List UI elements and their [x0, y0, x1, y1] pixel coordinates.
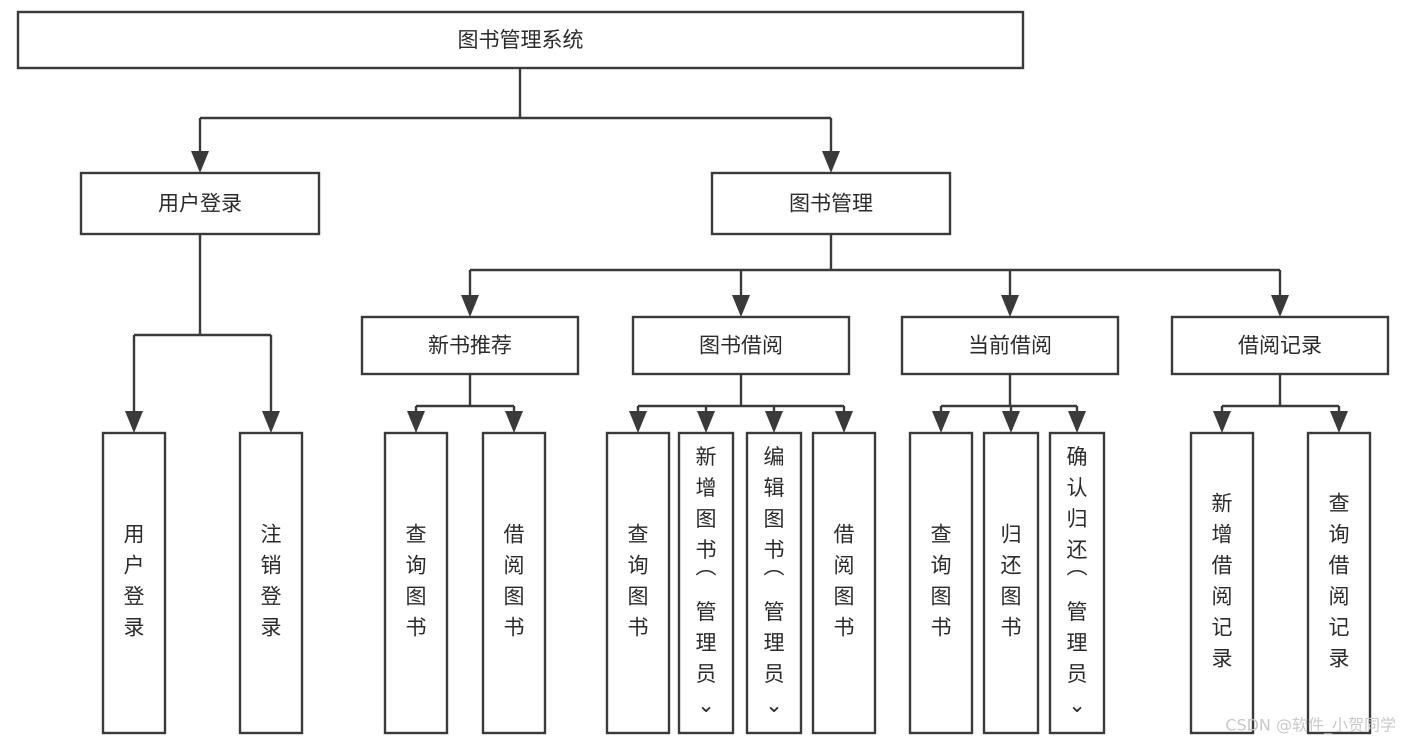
nodes-layer: 图书管理系统用户登录图书管理新书推荐图书借阅当前借阅借阅记录用户登录注销登录查询…: [16, 10, 1390, 735]
node-l3-book-borrow[interactable]: 图书借阅: [631, 315, 851, 376]
arrow-to-leaf-edit-book-admin: [765, 411, 783, 433]
node-leaf-leaf-borrow-book-rec[interactable]: 借阅图书: [481, 431, 547, 735]
arrow-to-leaf-add-borrow-record: [1213, 411, 1231, 433]
node-box-leaf-query-book-rec: [383, 431, 449, 735]
node-label-root: 图书管理系统: [458, 28, 584, 52]
node-leaf-leaf-query-book-current[interactable]: 查询图书: [908, 431, 974, 735]
node-box-leaf-return-book: [982, 431, 1040, 735]
node-box-root: [16, 10, 1025, 70]
node-box-leaf-borrow-book-rec: [481, 431, 547, 735]
node-label-leaf-add-book-admin: 新增图书⌒管理员⌄: [696, 445, 717, 717]
node-box-book-manage: [710, 171, 952, 236]
node-l2-book-manage[interactable]: 图书管理: [710, 171, 952, 236]
node-l2-user-login[interactable]: 用户登录: [79, 171, 321, 236]
node-box-leaf-borrow-book: [811, 431, 877, 735]
node-box-leaf-edit-book-admin: [745, 431, 803, 735]
node-root-root[interactable]: 图书管理系统: [16, 10, 1025, 70]
node-label-leaf-confirm-return-admin: 确认归还⌒管理员⌄: [1067, 445, 1088, 717]
node-label-book-manage: 图书管理: [789, 192, 873, 216]
arrow-to-leaf-query-book-borrow: [629, 411, 647, 433]
arrow-to-book-borrow: [732, 295, 750, 317]
arrow-to-leaf-borrow-book-rec: [505, 411, 523, 433]
node-box-leaf-add-book-admin: [677, 431, 735, 735]
arrow-to-leaf-return-book: [1002, 411, 1020, 433]
node-leaf-leaf-borrow-book[interactable]: 借阅图书: [811, 431, 877, 735]
node-l3-borrow-record[interactable]: 借阅记录: [1170, 315, 1390, 376]
node-leaf-leaf-add-borrow-record[interactable]: 新增借阅记录: [1189, 431, 1255, 735]
arrow-to-leaf-query-book-rec: [407, 411, 425, 433]
node-box-leaf-query-book-borrow: [605, 431, 671, 735]
node-l3-current-borrow[interactable]: 当前借阅: [900, 315, 1120, 376]
arrow-to-leaf-borrow-book: [835, 411, 853, 433]
csdn-watermark: CSDN @软件_小贺同学: [1225, 716, 1396, 736]
node-leaf-leaf-confirm-return-admin[interactable]: 确认归还⌒管理员⌄: [1048, 431, 1106, 735]
node-leaf-leaf-query-book-rec[interactable]: 查询图书: [383, 431, 449, 735]
node-label-leaf-user-logout: 注销登录: [261, 523, 282, 640]
arrow-to-current-borrow: [1001, 295, 1019, 317]
arrow-to-user-login: [191, 151, 209, 173]
node-label-leaf-query-book-borrow: 查询图书: [628, 523, 649, 640]
arrow-to-leaf-query-book-current: [932, 411, 950, 433]
node-leaf-leaf-query-book-borrow[interactable]: 查询图书: [605, 431, 671, 735]
node-label-leaf-edit-book-admin: 编辑图书⌒管理员⌄: [764, 445, 785, 717]
node-box-user-login: [79, 171, 321, 236]
node-box-leaf-confirm-return-admin: [1048, 431, 1106, 735]
node-label-user-login: 用户登录: [158, 192, 242, 216]
node-label-current-borrow: 当前借阅: [968, 334, 1052, 358]
node-label-leaf-borrow-book-rec: 借阅图书: [504, 523, 525, 640]
node-label-leaf-user-login: 用户登录: [124, 523, 145, 640]
arrow-to-leaf-query-borrow-record: [1330, 411, 1348, 433]
node-leaf-leaf-user-login[interactable]: 用户登录: [101, 431, 167, 735]
arrow-to-book-manage: [822, 151, 840, 173]
node-box-leaf-add-borrow-record: [1189, 431, 1255, 735]
arrow-to-new-book-recommend: [461, 295, 479, 317]
node-label-new-book-recommend: 新书推荐: [428, 334, 512, 358]
node-leaf-leaf-edit-book-admin[interactable]: 编辑图书⌒管理员⌄: [745, 431, 803, 735]
node-label-leaf-query-book-rec: 查询图书: [406, 523, 427, 640]
node-leaf-leaf-user-logout[interactable]: 注销登录: [238, 431, 304, 735]
node-label-leaf-query-book-current: 查询图书: [931, 523, 952, 640]
node-label-leaf-add-borrow-record: 新增借阅记录: [1212, 492, 1233, 671]
node-l3-new-book-recommend[interactable]: 新书推荐: [360, 315, 580, 376]
node-box-borrow-record: [1170, 315, 1390, 376]
node-label-leaf-query-borrow-record: 查询借阅记录: [1329, 492, 1350, 671]
node-box-current-borrow: [900, 315, 1120, 376]
node-leaf-leaf-query-borrow-record[interactable]: 查询借阅记录: [1306, 431, 1372, 735]
arrow-to-leaf-user-logout: [262, 411, 280, 433]
node-box-new-book-recommend: [360, 315, 580, 376]
arrow-to-leaf-confirm-return-admin: [1068, 411, 1086, 433]
node-label-borrow-record: 借阅记录: [1238, 334, 1322, 358]
node-box-leaf-query-book-current: [908, 431, 974, 735]
node-label-leaf-borrow-book: 借阅图书: [834, 523, 855, 640]
node-leaf-leaf-return-book[interactable]: 归还图书: [982, 431, 1040, 735]
node-label-book-borrow: 图书借阅: [699, 334, 783, 358]
arrow-to-leaf-add-book-admin: [697, 411, 715, 433]
node-box-leaf-user-login: [101, 431, 167, 735]
arrow-to-borrow-record: [1271, 295, 1289, 317]
node-box-book-borrow: [631, 315, 851, 376]
arrow-to-leaf-user-login: [125, 411, 143, 433]
node-box-leaf-query-borrow-record: [1306, 431, 1372, 735]
node-label-leaf-return-book: 归还图书: [1001, 523, 1022, 640]
node-box-leaf-user-logout: [238, 431, 304, 735]
connectors-layer: [125, 68, 1348, 433]
node-leaf-leaf-add-book-admin[interactable]: 新增图书⌒管理员⌄: [677, 431, 735, 735]
